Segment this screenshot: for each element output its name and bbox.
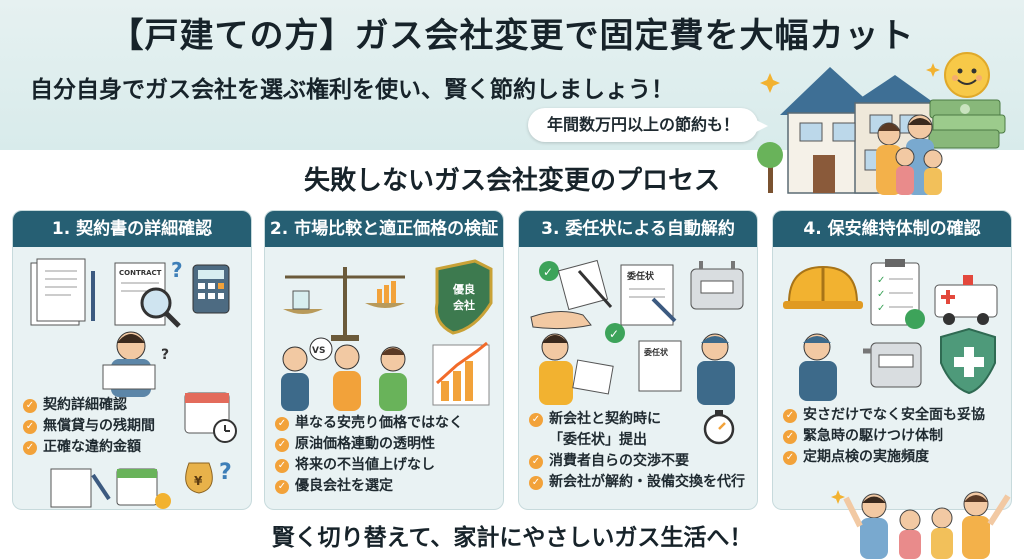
- check-icon: ✓: [23, 399, 37, 413]
- list-item: ✓優良会社を選定: [275, 476, 463, 497]
- check-icon: ✓: [23, 441, 37, 455]
- money-stack-icon: [928, 99, 1006, 149]
- step-card-4: 4. 保安維持体制の確認 ✓ ✓ ✓: [772, 210, 1012, 510]
- step-1-lower-illustration: ¥ ?: [50, 392, 237, 509]
- worker-icon: [799, 333, 837, 401]
- magnifier-icon: [140, 287, 181, 328]
- people-comparing-icon: VS: [281, 337, 407, 411]
- pen-document-icon: [50, 468, 171, 509]
- svg-text:CONTRACT: CONTRACT: [119, 269, 162, 277]
- shield-badge-icon: 優良 会社: [434, 259, 493, 335]
- step-3-heading: 3. 委任状による自動解約: [519, 211, 757, 247]
- check-icon: ✓: [529, 476, 543, 490]
- svg-text:✓: ✓: [543, 265, 553, 279]
- step-1-heading: 1. 契約書の詳細確認: [13, 211, 251, 247]
- check-icon: ✓: [529, 455, 543, 469]
- svg-text:優良: 優良: [452, 282, 475, 296]
- scale-icon: [283, 267, 405, 341]
- step-2-heading: 2. 市場比較と適正価格の検証: [265, 211, 503, 247]
- handshake-signature-icon: ✓: [530, 259, 613, 330]
- step-2-illustration: 優良 会社 VS: [281, 259, 493, 411]
- step-3-illustration: ✓ 委任状 ✓ 委任状: [530, 259, 744, 405]
- svg-text:会社: 会社: [453, 298, 475, 312]
- step-3-bullets: ✓新会社と契約時に ✓「委任状」提出 ✓消費者自らの交渉不要 ✓新会社が解約・設…: [529, 409, 745, 493]
- ambulance-icon: [934, 275, 998, 325]
- check-icon: ✓: [529, 413, 543, 427]
- calculator-icon: [192, 264, 230, 314]
- list-item: ✓「委任状」提出: [549, 432, 647, 448]
- step-1-bullets: ✓契約詳細確認 ✓無償貸与の残期間 ✓正確な違約金額: [23, 395, 155, 458]
- helmet-icon: [783, 265, 863, 309]
- list-item: ✓新会社が解約・設備交換を代行: [529, 472, 745, 493]
- page-subtitle: 自分自身でガス会社を選ぶ権利を使い、賢く節約しましょう！: [30, 77, 674, 103]
- page-title: 【戸建ての方】ガス会社変更で固定費を大幅カット: [109, 16, 915, 56]
- svg-text:✓: ✓: [877, 303, 885, 314]
- person-reading-icon: [102, 331, 156, 397]
- delegation-document-icon: 委任状: [638, 340, 682, 392]
- list-item: ✓原油価格連動の透明性: [275, 434, 463, 455]
- svg-text:✓: ✓: [877, 289, 885, 300]
- hero-illustration: [757, 52, 1006, 195]
- savings-speech-bubble: 年間数万円以上の節約も！: [528, 108, 768, 142]
- checklist-icon: ✓ ✓ ✓: [870, 259, 925, 329]
- delegation-document-icon: 委任状: [620, 264, 677, 326]
- worker-icon: [697, 333, 735, 405]
- gas-meter-icon: [863, 342, 922, 388]
- step-card-3: 3. 委任状による自動解約 ✓ 委任状 ✓: [518, 210, 758, 510]
- step-card-2: 2. 市場比較と適正価格の検証 優良 会社 VS: [264, 210, 504, 510]
- svg-text:✓: ✓: [877, 275, 885, 286]
- tree-icon: [757, 142, 783, 193]
- sparkle-icon: [760, 63, 940, 93]
- check-icon: ✓: [275, 438, 289, 452]
- question-mark-icon: ?: [171, 258, 183, 282]
- svg-text:委任状: 委任状: [626, 270, 655, 282]
- calendar-icon: [184, 392, 237, 443]
- list-item: ✓単なる安売り価格ではなく: [275, 413, 463, 434]
- check-icon: ✓: [275, 459, 289, 473]
- list-item: ✓安さだけでなく安全面も妥協: [783, 405, 985, 426]
- sun-smile-icon: [944, 52, 990, 98]
- check-icon: ✓: [23, 420, 37, 434]
- gas-meter-icon: [690, 261, 744, 310]
- customer-icon: ✓: [539, 323, 625, 405]
- check-icon: ✓: [275, 417, 289, 431]
- list-item: ✓定期点検の実施頻度: [783, 447, 985, 468]
- documents-icon: [30, 258, 95, 326]
- svg-text:委任状: 委任状: [643, 347, 669, 357]
- growth-chart-icon: [432, 341, 490, 406]
- process-title: 失敗しないガス会社変更のプロセス: [303, 166, 720, 196]
- list-item: ✓新会社と契約時に: [529, 409, 745, 430]
- money-bag-icon: ¥ ?: [185, 460, 232, 494]
- family-icon: [876, 114, 943, 195]
- list-item: ✓消費者自らの交渉不要: [529, 451, 745, 472]
- check-icon: ✓: [275, 480, 289, 494]
- check-icon: ✓: [783, 451, 797, 465]
- svg-text:¥: ¥: [194, 474, 203, 488]
- footer-message: 賢く切り替えて、家計にやさしいガス生活へ！: [271, 525, 753, 551]
- step-2-bullets: ✓単なる安売り価格ではなく ✓原油価格連動の透明性 ✓将来の不当値上げなし ✓優…: [275, 413, 463, 497]
- family-icon: [831, 490, 1011, 559]
- stopwatch-icon: [703, 410, 735, 445]
- list-item: ✓無償貸与の残期間: [23, 416, 155, 437]
- svg-text:VS: VS: [312, 346, 325, 356]
- step-card-1: 1. 契約書の詳細確認 CONTRACT ?: [12, 210, 252, 510]
- svg-text:?: ?: [219, 460, 232, 485]
- svg-text:✓: ✓: [609, 327, 619, 341]
- list-item: ✓契約詳細確認: [23, 395, 155, 416]
- shield-cross-icon: [940, 327, 996, 395]
- list-item: ✓緊急時の駆けつけ体制: [783, 426, 985, 447]
- step-4-bullets: ✓安さだけでなく安全面も妥協 ✓緊急時の駆けつけ体制 ✓定期点検の実施頻度: [783, 405, 985, 468]
- check-icon: ✓: [783, 409, 797, 423]
- step-1-illustration: CONTRACT ? ?: [30, 258, 230, 397]
- step-4-heading: 4. 保安維持体制の確認: [773, 211, 1011, 247]
- check-icon: ✓: [783, 430, 797, 444]
- list-item: ✓将来の不当値上げなし: [275, 455, 463, 476]
- svg-text:?: ?: [161, 347, 169, 363]
- list-item: ✓正確な違約金額: [23, 437, 155, 458]
- step-4-illustration: ✓ ✓ ✓: [783, 259, 998, 401]
